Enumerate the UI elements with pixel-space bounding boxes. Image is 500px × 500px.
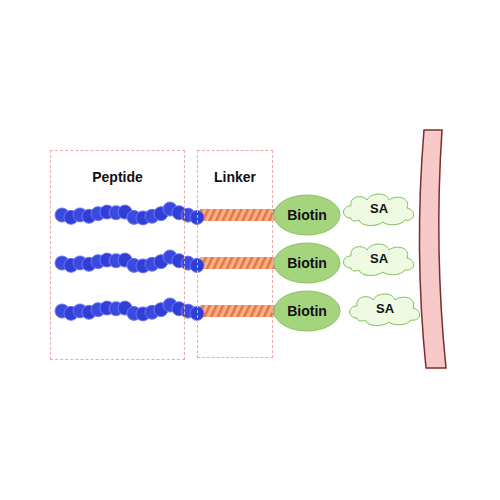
- node-label: SA: [370, 201, 388, 216]
- biotin-ellipse: Biotin: [273, 290, 341, 332]
- biotin-ellipse: Biotin: [273, 194, 341, 236]
- group-label: Peptide: [51, 169, 184, 185]
- node-label: Biotin: [287, 303, 327, 319]
- peptide-chains: [55, 202, 204, 321]
- node-label: SA: [376, 301, 394, 316]
- node-label: Biotin: [287, 255, 327, 271]
- streptavidin-cloud: SA: [339, 240, 419, 276]
- group-label: Linker: [198, 169, 272, 185]
- cell-membrane: [419, 130, 446, 368]
- linker-helix: [200, 257, 275, 269]
- streptavidin-cloud: SA: [345, 290, 425, 326]
- biotin-ellipse: Biotin: [273, 242, 341, 284]
- node-label: SA: [370, 251, 388, 266]
- linker-helix: [200, 209, 275, 221]
- node-label: Biotin: [287, 207, 327, 223]
- group-box: Linker: [197, 150, 273, 358]
- group-box: Peptide: [50, 150, 185, 360]
- linker-helix: [200, 305, 275, 317]
- linker-helices: [200, 209, 275, 317]
- streptavidin-cloud: SA: [339, 190, 419, 226]
